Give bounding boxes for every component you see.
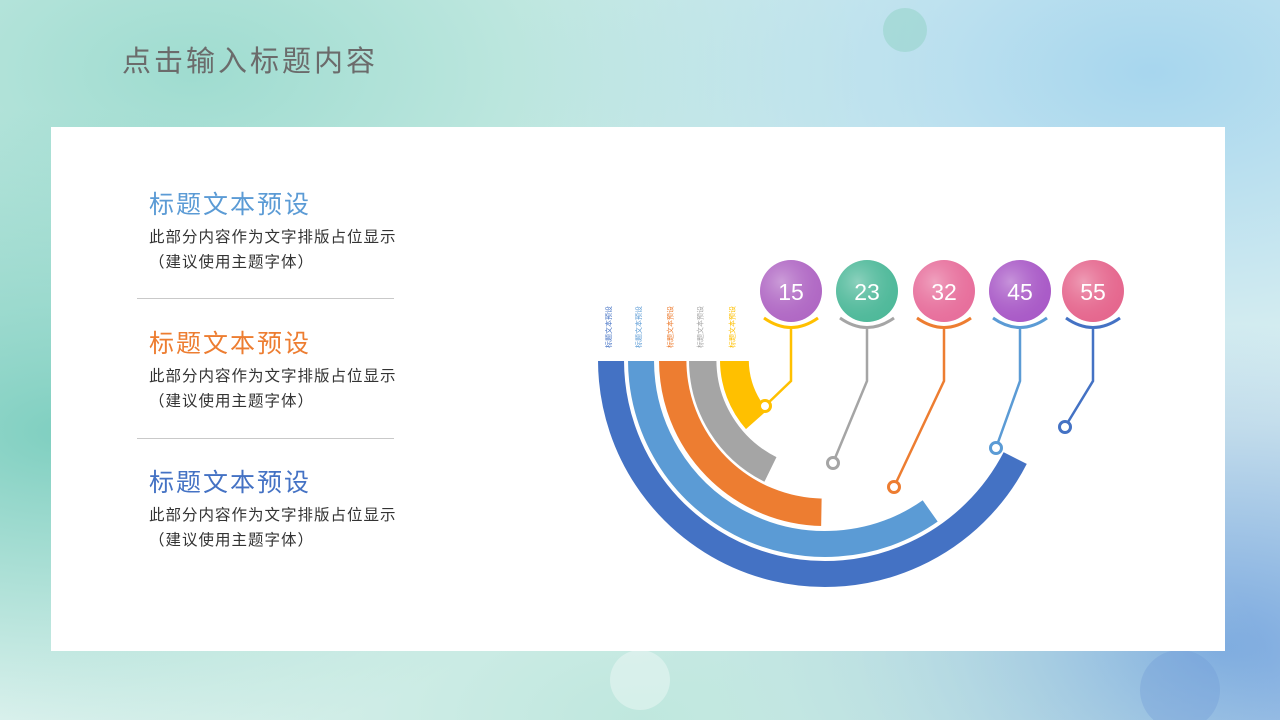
page-title: 点击输入标题内容 [122, 44, 379, 78]
value-label: 55 [1080, 279, 1106, 305]
divider [137, 298, 394, 299]
circle-cup [763, 316, 819, 329]
connector-line [1063, 329, 1095, 428]
item-desc-line: 此部分内容作为文字排版占位显示 [149, 367, 397, 385]
text-item-3: 标题文本预设 此部分内容作为文字排版占位显示 （建议使用主题字体） [149, 467, 449, 553]
item-title: 标题文本预设 [149, 468, 312, 497]
item-desc-line: 此部分内容作为文字排版占位显示 [149, 228, 397, 246]
connector-dot [826, 456, 840, 470]
value-circle-sheen [1062, 260, 1124, 322]
item-desc-line: 此部分内容作为文字排版占位显示 [149, 506, 397, 524]
item-description: 此部分内容作为文字排版占位显示 （建议使用主题字体） [149, 364, 449, 414]
value-circle-sheen [989, 260, 1051, 322]
arc-label: 标题文本预设 [666, 306, 675, 348]
value-label: 32 [931, 279, 957, 305]
item-title: 标题文本预设 [149, 329, 312, 358]
arc-label: 标题文本预设 [727, 306, 736, 348]
circle-cup [916, 316, 972, 329]
connector-dot [758, 399, 772, 413]
text-item-1: 标题文本预设 此部分内容作为文字排版占位显示 （建议使用主题字体） [149, 189, 449, 275]
connector-dot [989, 441, 1003, 455]
text-item-2: 标题文本预设 此部分内容作为文字排版占位显示 （建议使用主题字体） [149, 328, 449, 414]
arc-label: 标题文本预设 [696, 306, 705, 348]
item-description: 此部分内容作为文字排版占位显示 （建议使用主题字体） [149, 503, 449, 553]
arc-label: 标题文本预设 [634, 306, 643, 348]
connector-dot [1058, 420, 1072, 434]
arc-bar [686, 359, 780, 485]
arc-bar [595, 359, 1030, 589]
value-circle-sheen [913, 260, 975, 322]
arc-label: 标题文本预设 [604, 306, 613, 348]
item-desc-line: （建议使用主题字体） [149, 253, 315, 271]
connector-line [831, 329, 869, 464]
circle-cup [839, 316, 895, 329]
item-desc-line: （建议使用主题字体） [149, 392, 315, 410]
item-description: 此部分内容作为文字排版占位显示 （建议使用主题字体） [149, 225, 449, 275]
value-label: 23 [854, 279, 880, 305]
connector-line [994, 329, 1022, 449]
connector-dot [887, 480, 901, 494]
value-label: 45 [1007, 279, 1033, 305]
arc-bar [717, 359, 771, 432]
item-title: 标题文本预设 [149, 190, 312, 219]
connector-line [892, 329, 946, 488]
connector-line [764, 329, 793, 407]
value-circle-sheen [836, 260, 898, 322]
item-desc-line: （建议使用主题字体） [149, 531, 315, 549]
arc-bar [625, 359, 941, 559]
circle-cup [1065, 316, 1121, 329]
value-circle-sheen [760, 260, 822, 322]
circle-cup [992, 316, 1048, 329]
value-label: 15 [778, 279, 804, 305]
divider [137, 438, 394, 439]
